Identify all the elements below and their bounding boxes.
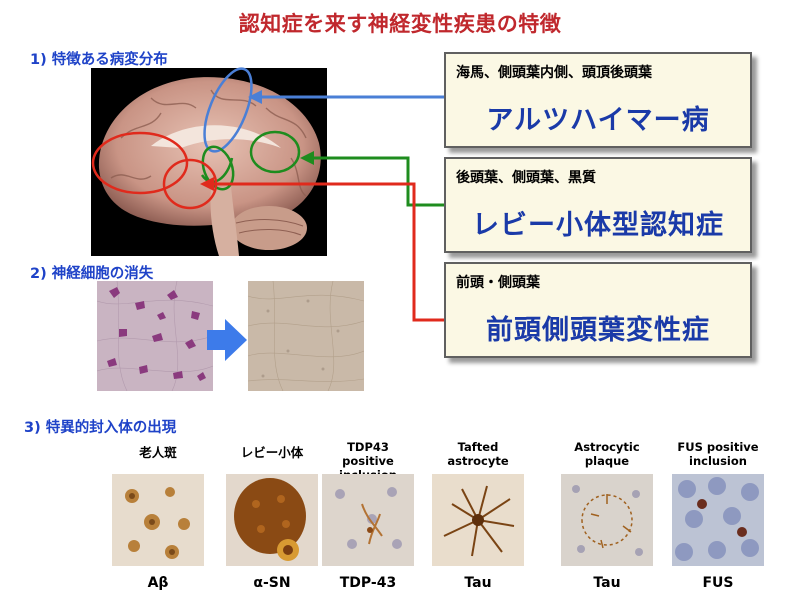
histology-normal-image [97, 281, 213, 391]
transition-arrow-icon [207, 319, 247, 361]
inclusion-label-fus: FUS positive inclusion [677, 440, 759, 468]
antibody-label: Tau [593, 575, 621, 591]
histology-neuron-loss-image [248, 281, 364, 391]
inclusion-image-tufted-astrocyte [432, 474, 524, 566]
antibody-label: TDP-43 [339, 575, 397, 591]
page-title: 認知症を来す神経変性疾患の特徴 [238, 12, 562, 36]
brain-photo [91, 68, 327, 256]
inclusion-label-astrocytic-plaque: Astrocytic plaque [574, 440, 640, 468]
inclusion-image-tdp43 [322, 474, 414, 566]
section-heading-distribution: 1) 特徴ある病変分布 [30, 52, 168, 68]
disease-name: 前頭側頭葉変性症 [486, 315, 710, 346]
section-heading-neuron-loss: 2) 神経細胞の消失 [30, 266, 154, 282]
disease-box-ftld: 前頭・側頭葉 前頭側頭葉変性症 [444, 262, 752, 358]
disease-box-alzheimer: 海馬、側頭葉内側、頭頂後頭葉 アルツハイマー病 [444, 52, 752, 148]
affected-regions-label: 前頭・側頭葉 [456, 275, 540, 291]
inclusion-image-lewy-body [226, 474, 318, 566]
antibody-label: Aβ [147, 575, 169, 591]
inclusion-image-fus [672, 474, 764, 566]
inclusion-label-tufted-astrocyte: Tafted astrocyte [447, 440, 509, 468]
disease-name: レビー小体型認知症 [472, 210, 724, 241]
inclusion-label-lewy-body: レビー小体 [240, 445, 304, 460]
inclusion-image-astrocytic-plaque [561, 474, 653, 566]
antibody-label: α-SN [253, 575, 291, 591]
disease-box-dlb: 後頭葉、側頭葉、黒質 レビー小体型認知症 [444, 157, 752, 253]
antibody-label: Tau [464, 575, 492, 591]
affected-regions-label: 海馬、側頭葉内側、頭頂後頭葉 [456, 65, 652, 81]
inclusion-label-senile-plaque: 老人斑 [139, 445, 177, 460]
disease-name: アルツハイマー病 [486, 105, 710, 136]
affected-regions-label: 後頭葉、側頭葉、黒質 [456, 170, 596, 186]
antibody-label: FUS [702, 575, 734, 591]
section-heading-inclusions: 3) 特異的封入体の出現 [24, 420, 177, 436]
inclusion-image-senile-plaque [112, 474, 204, 566]
